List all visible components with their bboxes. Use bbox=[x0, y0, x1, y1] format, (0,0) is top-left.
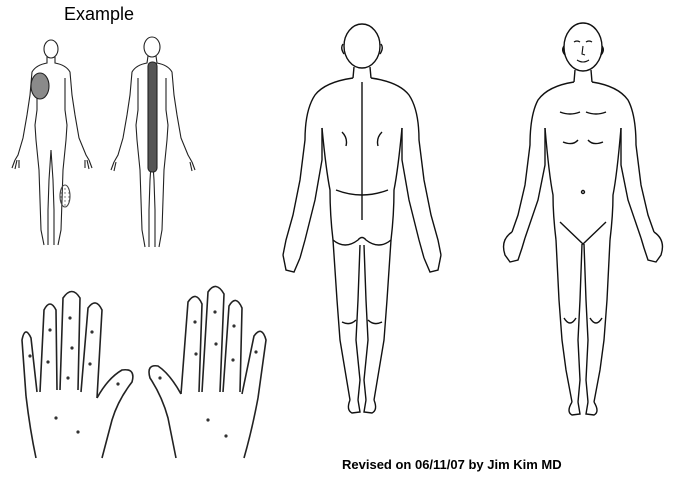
example-front-body bbox=[12, 40, 92, 245]
right-hand bbox=[149, 286, 266, 458]
left-hand bbox=[22, 292, 133, 459]
large-back-body bbox=[283, 24, 441, 413]
large-front-body bbox=[504, 23, 663, 415]
example-back-body bbox=[111, 37, 195, 247]
